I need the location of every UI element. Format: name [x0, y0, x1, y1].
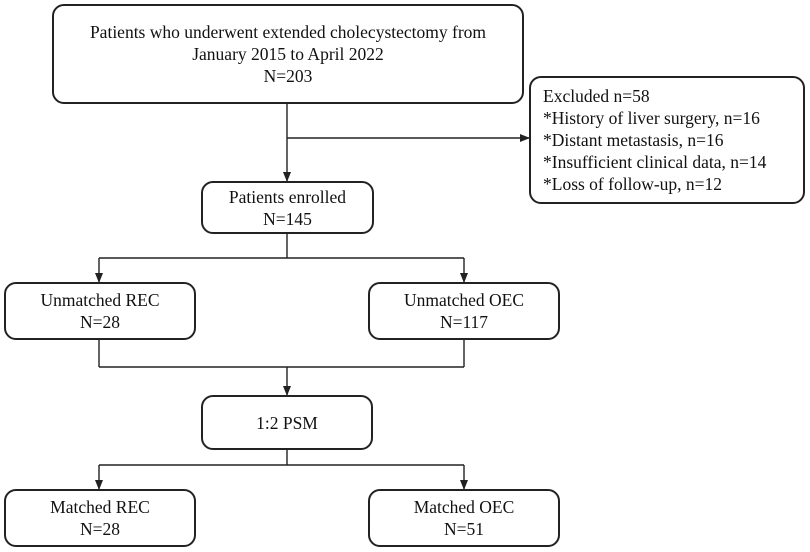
enrolled-box: Patients enrolled N=145 [201, 181, 374, 234]
unmatched-oec-label: Unmatched OEC [403, 290, 525, 310]
excluded-reason-liver-surgery: *History of liver surgery, n=16 [543, 108, 760, 128]
psm-box: 1:2 PSM [201, 395, 373, 450]
matched-oec-label: Matched OEC [413, 497, 515, 517]
excluded-reason-insufficient-data: *Insufficient clinical data, n=14 [543, 152, 767, 172]
excluded-reason-distant-metastasis: *Distant metastasis, n=16 [543, 130, 724, 150]
enrolled-count: N=145 [263, 208, 312, 229]
enrolled-label: Patients enrolled [228, 186, 347, 207]
unmatched-oec-box: Unmatched OEC N=117 [368, 282, 560, 340]
psm-label: 1:2 PSM [256, 412, 318, 433]
matched-oec-box: Matched OEC N=51 [368, 489, 560, 547]
initial-patients-line-2: January 2015 to April 2022 [192, 44, 384, 64]
excluded-reason-loss-of-follow-up: *Loss of follow-up, n=12 [543, 174, 723, 194]
initial-patients-box: Patients who underwent extended cholecys… [52, 4, 524, 104]
unmatched-rec-box: Unmatched REC N=28 [4, 282, 196, 340]
excluded-total: Excluded n=58 [543, 86, 650, 106]
matched-oec-count: N=51 [443, 519, 484, 539]
excluded-box: Excluded n=58 *History of liver surgery,… [529, 76, 805, 204]
unmatched-rec-label: Unmatched REC [40, 290, 160, 310]
matched-rec-box: Matched REC N=28 [4, 489, 196, 547]
unmatched-oec-count: N=117 [439, 312, 489, 332]
initial-patients-count: N=203 [263, 66, 313, 86]
matched-rec-count: N=28 [79, 519, 120, 539]
matched-rec-label: Matched REC [50, 497, 150, 517]
unmatched-rec-count: N=28 [79, 312, 120, 332]
initial-patients-line-1: Patients who underwent extended cholecys… [89, 22, 487, 42]
